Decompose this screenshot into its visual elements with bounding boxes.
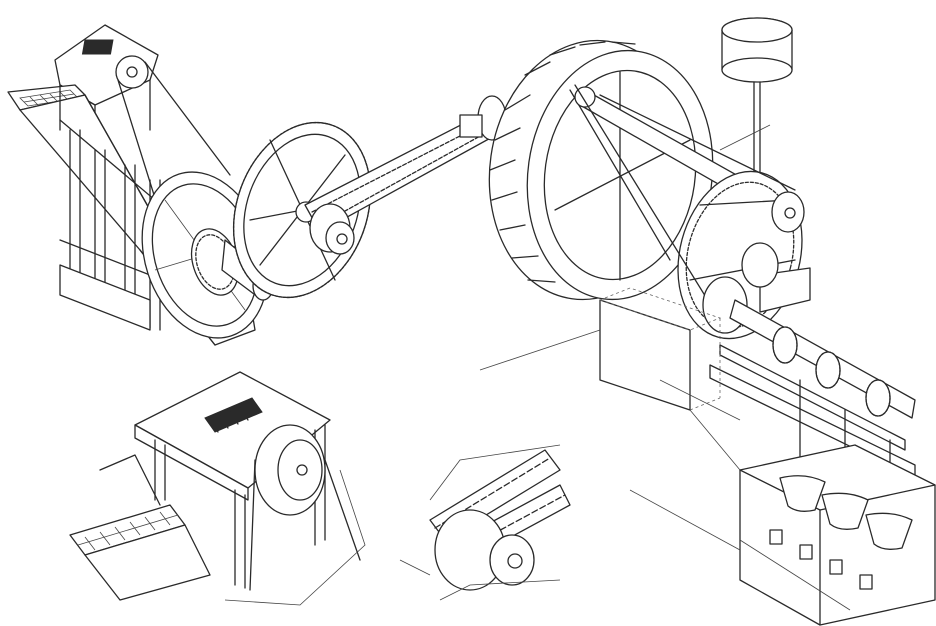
chute-grid: [19, 89, 79, 107]
foundation: [479, 124, 771, 551]
ground-lines: [659, 379, 851, 611]
water-wheel: [488, 39, 791, 301]
counterweight: [721, 17, 793, 196]
detail-chain-sprocket: [399, 444, 571, 601]
bucket-conveyor: [709, 326, 936, 626]
wheel-paddles: [489, 41, 636, 283]
detail-roller: [204, 397, 263, 433]
detail-chute-grid: [77, 511, 179, 551]
detail-roller-housing: [69, 371, 366, 606]
